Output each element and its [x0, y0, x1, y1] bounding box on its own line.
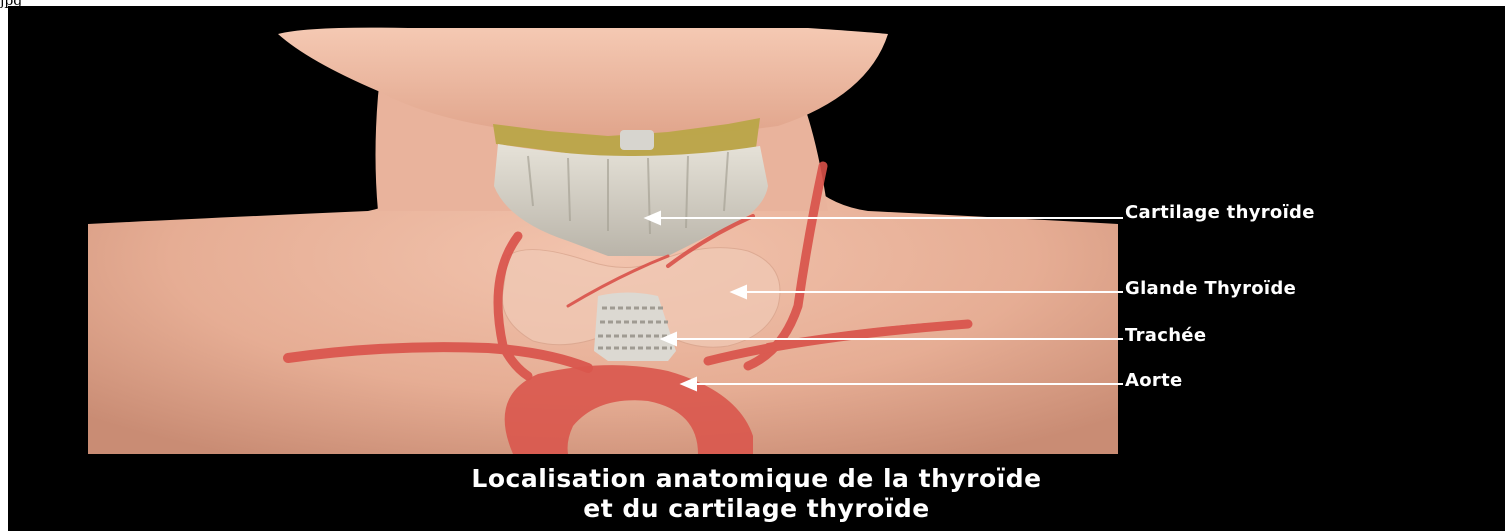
anatomy-illustration: [8, 6, 1505, 531]
caption: Localisation anatomique de la thyroïde e…: [8, 464, 1505, 524]
caption-line-2: et du cartilage thyroïde: [8, 494, 1505, 524]
illustration-frame: Cartilage thyroïde Glande Thyroïde Trach…: [8, 6, 1505, 531]
label-cartilage-thyroide: Cartilage thyroïde: [1125, 202, 1315, 223]
label-glande-thyroide: Glande Thyroïde: [1125, 278, 1296, 299]
label-aorte: Aorte: [1125, 370, 1183, 391]
caption-line-1: Localisation anatomique de la thyroïde: [8, 464, 1505, 494]
label-trachee: Trachée: [1125, 325, 1206, 346]
